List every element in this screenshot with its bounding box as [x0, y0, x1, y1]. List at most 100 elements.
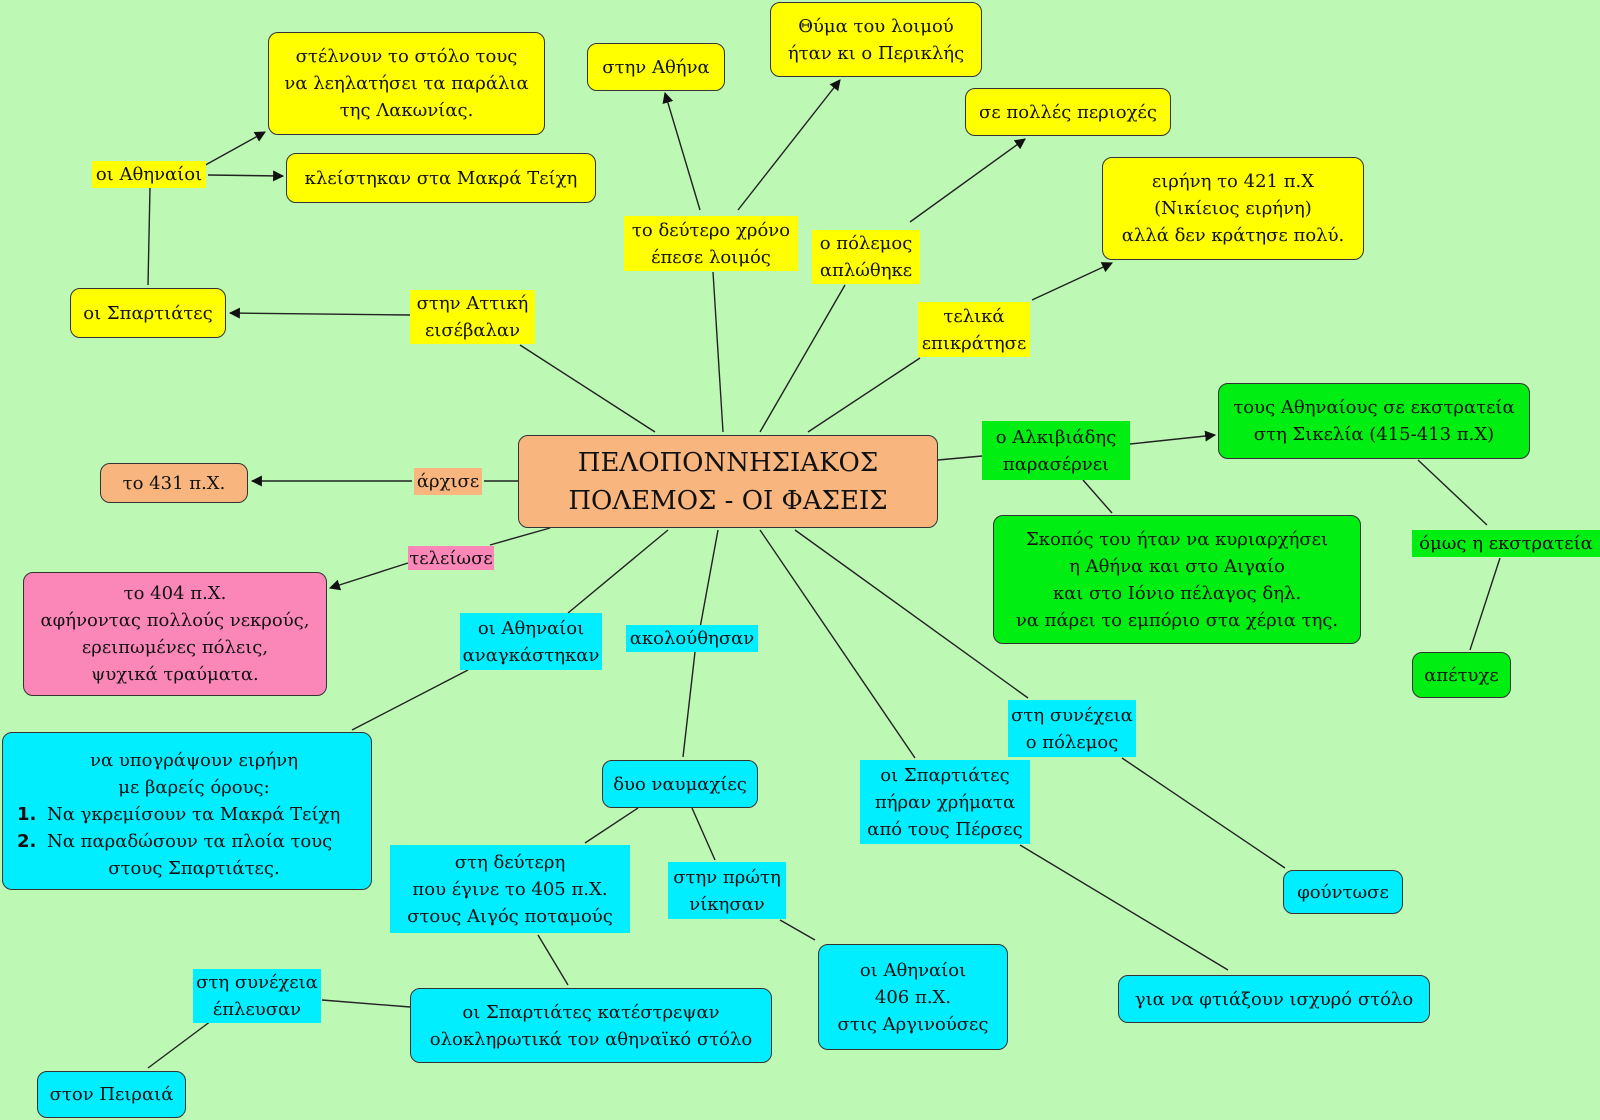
arrow-deytero-athina	[662, 91, 701, 211]
text-line: που έγινε το 405 π.Χ.	[412, 878, 608, 900]
item-number: 1.	[17, 804, 37, 825]
text-line: ΠΟΛΕΜΟΣ - ΟΙ ΦΑΣΕΙΣ	[568, 485, 888, 516]
text-line: σε πολλές περιοχές	[979, 101, 1157, 123]
link-deyteri-katestrepsan	[537, 934, 569, 986]
node-apetyxe: απέτυχε	[1412, 652, 1511, 698]
text-line: να λεηλατήσει τα παράλια	[284, 73, 529, 94]
link-omos-apetyxe	[1469, 557, 1501, 651]
text-line: αλλά δεν κράτησε πολύ.	[1121, 225, 1345, 246]
text-line: στην πρώτη	[673, 866, 781, 888]
text-line: το 404 π.Χ.	[123, 583, 227, 604]
link-center-attiki	[519, 344, 656, 433]
node-kleistikan: κλείστηκαν στα Μακρά Τείχη	[286, 153, 596, 203]
arrow-deytero-thyma	[737, 79, 841, 211]
ypograpsoun-tail: στους Σπαρτιάτες.	[108, 858, 280, 879]
text-line: ολοκληρωτικά τον αθηναϊκό στόλο	[429, 1028, 753, 1050]
link-katestrepsan-synexeia	[321, 999, 411, 1008]
text-line: οι Αθηναίοι	[95, 164, 203, 185]
link-anagkastikan-ypograpsoun	[351, 669, 469, 731]
label-alkiviadis: ο Αλκιβιάδης παρασέρνει	[982, 421, 1130, 480]
text-line: οι Σπαρτιάτες κατέστρεψαν	[462, 1001, 720, 1023]
text-line: απλώθηκε	[819, 260, 913, 281]
text-line: έπλευσαν	[212, 999, 302, 1020]
link-center-telika	[807, 357, 921, 433]
text-line: Θύμα του λοιμού	[798, 15, 954, 37]
text-line: στους Αιγός ποταμούς	[407, 905, 613, 927]
text-line: οι Σπαρτιάτες	[880, 764, 1010, 786]
link-perses-ischyro	[1019, 844, 1229, 971]
text-line: για να φτιάξουν ισχυρό στόλο	[1134, 988, 1414, 1010]
text-line: ο πόλεμος	[819, 233, 913, 254]
text-line: η Αθήνα και στο Αιγαίο	[1069, 555, 1285, 577]
link-alkiviadis-skopos	[1082, 479, 1113, 514]
text-line: παρασέρνει	[1002, 453, 1110, 475]
link-proti-argynouses	[779, 919, 816, 941]
label-deyteri: στη δεύτερη που έγινε το 405 π.Χ. στους Αι…	[390, 845, 630, 933]
label-akolouthisan: ακολούθησαν	[626, 625, 758, 652]
text-line: δυο ναυμαχίες	[613, 773, 747, 795]
text-line: το 431 π.Χ.	[122, 472, 226, 494]
text-line: ο πόλεμος	[1025, 731, 1119, 753]
ypograpsoun-item-1: 1. Να γκρεμίσουν τα Μακρά Τείχη	[17, 801, 371, 828]
text-line: φούντωσε	[1297, 881, 1389, 903]
ypograpsoun-title-1: να υπογράψουν ειρήνη	[90, 750, 298, 771]
text-line: στην Αθήνα	[602, 56, 710, 78]
text-line: έπεσε λοιμός	[651, 246, 771, 268]
label-synexeia-polemos: στη συνέχεια ο πόλεμος	[1008, 700, 1136, 757]
label-perses: οι Σπαρτιάτες πήραν χρήματα από τους Πέρσε…	[860, 760, 1030, 844]
node-dyo-naumaxies: δυο ναυμαχίες	[602, 760, 758, 808]
item-text: Να παραδώσουν τα πλοία τους	[47, 831, 333, 852]
label-synexeia-epleysan: στη συνέχεια έπλευσαν	[193, 969, 321, 1023]
label-attiki: στην Αττική εισέβαλαν	[410, 290, 535, 344]
label-oi-athinaioi: οι Αθηναίοι	[92, 161, 206, 188]
text-line: επικράτησε	[921, 332, 1027, 354]
text-line: τελείωσε	[409, 547, 493, 569]
arrow-athinaioi-stelnoun	[199, 131, 266, 169]
node-stelnoun-stolo: στέλνουν το στόλο τους να λεηλατήσει τα π…	[268, 32, 545, 135]
link-center-akolouthisan	[699, 529, 719, 629]
text-line: στη συνέχεια	[196, 972, 318, 993]
link-spartiates-athinaioi	[147, 186, 151, 286]
text-line: άρχισε	[416, 471, 480, 492]
text-line: πήραν χρήματα	[874, 791, 1016, 813]
text-line: στην Αττική	[416, 293, 529, 314]
text-line: αναγκάστηκαν	[462, 644, 600, 666]
text-line: ο Αλκιβιάδης	[995, 426, 1117, 448]
node-peiraia: στον Πειραιά	[37, 1071, 186, 1118]
text-line: ερειπωμένες πόλεις,	[81, 637, 269, 658]
ypograpsoun-title-2: με βαρείς όρους:	[118, 777, 270, 798]
text-line: τελικά	[943, 305, 1005, 327]
link-center-polemos	[759, 284, 846, 433]
text-line: στέλνουν το στόλο τους	[295, 46, 518, 67]
node-ischyro-stolo: για να φτιάξουν ισχυρό στόλο	[1118, 975, 1430, 1023]
text-line: από τους Πέρσες	[867, 818, 1023, 840]
text-line: στη δεύτερη	[454, 851, 566, 873]
arrow-telika-eirini	[1031, 262, 1113, 301]
text-line: ειρήνη το 421 π.Χ	[1151, 171, 1315, 192]
text-line: εισέβαλαν	[424, 320, 521, 341]
text-line: στις Αργινούσες	[837, 1013, 989, 1035]
link-center-teleiose	[489, 527, 551, 546]
text-line: όμως η εκστρατεία	[1419, 533, 1593, 554]
label-omos: όμως η εκστρατεία	[1412, 530, 1600, 557]
arrow-polemos-perioxes	[909, 138, 1026, 223]
arrow-athinaioi-kleistikan	[207, 170, 285, 182]
link-akolouthisan-naumaxies	[682, 651, 696, 758]
item-text: Να γκρεμίσουν τα Μακρά Τείχη	[47, 804, 341, 825]
text-line: και στο Ιόνιο πέλαγος δηλ.	[1052, 582, 1302, 604]
text-line: οι Αθηναίοι	[859, 959, 967, 981]
label-arxise: άρχισε	[414, 468, 482, 495]
text-line: στη Σικελία (415-413 π.Χ)	[1253, 424, 1495, 445]
text-line: της Λακωνίας.	[339, 100, 474, 121]
node-eirini-421: ειρήνη το 421 π.Χ(Νικίειος ειρήνη)αλλά δ…	[1102, 157, 1364, 260]
item-number: 2.	[17, 831, 37, 852]
text-line: στη συνέχεια	[1011, 704, 1133, 726]
